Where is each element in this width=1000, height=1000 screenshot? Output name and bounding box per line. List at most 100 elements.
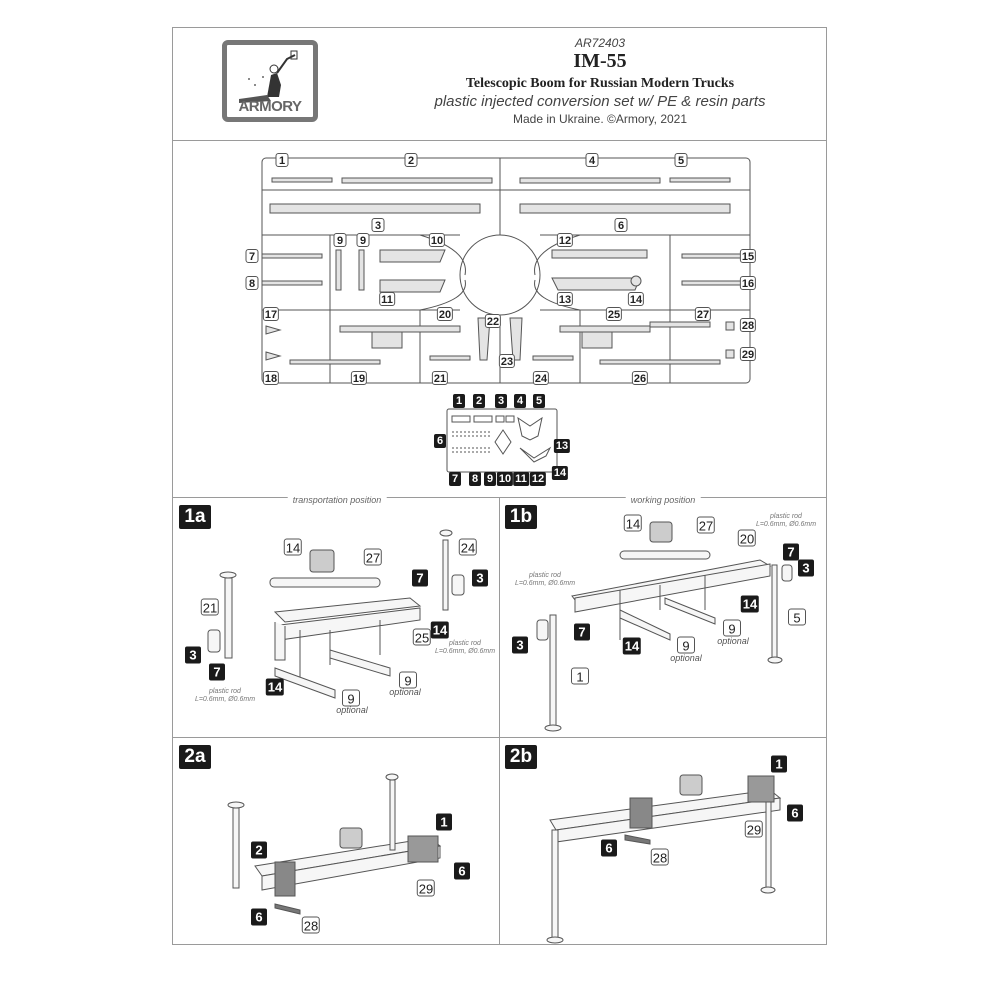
pe-callout: 14 (551, 466, 569, 480)
part-callout: 28 (739, 318, 757, 332)
part-callout: 22 (484, 314, 502, 328)
part-callout: 2 (404, 153, 418, 167)
pe-callout: 3 (472, 569, 488, 587)
blacksmith-icon (239, 50, 298, 103)
pe-callout: 12 (529, 472, 547, 486)
pe-callout: 1 (453, 394, 465, 408)
part-callout: 9 (356, 233, 370, 247)
pe-callout: 14 (265, 678, 285, 696)
part-callout: 14 (627, 292, 645, 306)
pe-callout: 2 (473, 394, 485, 408)
part-callout: 25 (412, 628, 432, 646)
part-callout: 10 (428, 233, 446, 247)
part-callout: 7 (245, 249, 259, 263)
part-callout: 21 (200, 598, 220, 616)
part-callout: 27 (363, 548, 383, 566)
part-callout: 5 (788, 608, 806, 626)
part-callout: 16 (739, 276, 757, 290)
note-line: plastic rod (449, 640, 481, 647)
pe-callout: 6 (251, 908, 267, 926)
part-callout: 9 (677, 636, 695, 654)
part-callout: 20 (436, 307, 454, 321)
note-line: plastic rod (770, 513, 802, 520)
part-callout: 27 (696, 516, 716, 534)
part-callout: 14 (623, 514, 643, 532)
copyright: Made in Ukraine. ©Armory, 2021 (512, 112, 688, 126)
part-callout: 5 (674, 153, 688, 167)
pe-callout: 7 (574, 623, 590, 641)
part-callout: 6 (614, 218, 628, 232)
step-label: 1a (179, 505, 211, 529)
part-callout: 28 (650, 848, 670, 866)
product-subtitle: Telescopic Boom for Russian Modern Truck… (465, 76, 735, 91)
step-2b-drawing (546, 774, 782, 944)
pe-callout: 2 (251, 841, 267, 859)
part-callout: 3 (371, 218, 385, 232)
step-label: 2b (505, 745, 537, 769)
pe-callout: 7 (783, 543, 799, 561)
pe-callout: 14 (430, 621, 450, 639)
part-callout: 26 (631, 371, 649, 385)
note-line: L=0.6mm, Ø0.6mm (755, 521, 817, 528)
pe-callout: 7 (412, 569, 428, 587)
step-caption: working position (625, 495, 701, 505)
note-line: L=0.6mm, Ø0.6mm (514, 580, 576, 587)
step-label: 2a (179, 745, 211, 769)
part-callout: 9 (342, 689, 360, 707)
armory-logo: ARMORY (222, 40, 318, 122)
part-callout: 11 (379, 292, 395, 306)
part-callout: 19 (350, 371, 368, 385)
pe-callout: 8 (469, 472, 481, 486)
part-callout: 27 (694, 307, 712, 321)
part-callout: 18 (262, 371, 280, 385)
optional-note: optional (389, 687, 421, 697)
part-callout: 29 (416, 879, 436, 897)
pe-callout: 7 (209, 663, 225, 681)
pe-callout: 6 (434, 434, 446, 448)
note-line: plastic rod (529, 572, 561, 579)
part-callout: 8 (245, 276, 259, 290)
part-callout: 20 (737, 529, 757, 547)
pe-callout: 10 (496, 472, 514, 486)
logo-text: ARMORY (238, 98, 302, 115)
part-callout: 28 (301, 916, 321, 934)
step-2a-drawing (227, 773, 442, 915)
step-label: 1b (505, 505, 537, 529)
part-callout: 9 (723, 619, 741, 637)
pe-callout: 14 (622, 637, 642, 655)
part-callout: 21 (431, 371, 449, 385)
product-code: AR72403 (574, 36, 626, 50)
pe-callout: 1 (436, 813, 452, 831)
part-callout: 24 (458, 538, 478, 556)
part-callout: 23 (498, 354, 516, 368)
pe-callout: 7 (449, 472, 461, 486)
divider (499, 497, 500, 945)
note-line: plastic rod (209, 688, 241, 695)
pe-callout: 3 (512, 636, 528, 654)
product-title: IM-55 (573, 50, 627, 72)
product-description: plastic injected conversion set w/ PE & … (434, 93, 766, 110)
optional-note: optional (717, 636, 749, 646)
pe-callout: 1 (771, 755, 787, 773)
pe-callout: 11 (513, 472, 529, 486)
part-callout: 25 (605, 307, 623, 321)
part-callout: 14 (283, 538, 303, 556)
pe-callout: 6 (454, 862, 470, 880)
pe-callout: 3 (495, 394, 507, 408)
part-callout: 29 (739, 347, 757, 361)
pe-callout: 4 (514, 394, 526, 408)
pe-callout: 5 (533, 394, 545, 408)
pe-callout: 3 (185, 646, 201, 664)
part-callout: 15 (739, 249, 757, 263)
part-callout: 1 (571, 667, 589, 685)
pe-callout: 3 (798, 559, 814, 577)
step-caption: transportation position (287, 495, 387, 505)
part-callout: 13 (556, 292, 574, 306)
part-callout: 12 (556, 233, 574, 247)
part-callout: 9 (333, 233, 347, 247)
